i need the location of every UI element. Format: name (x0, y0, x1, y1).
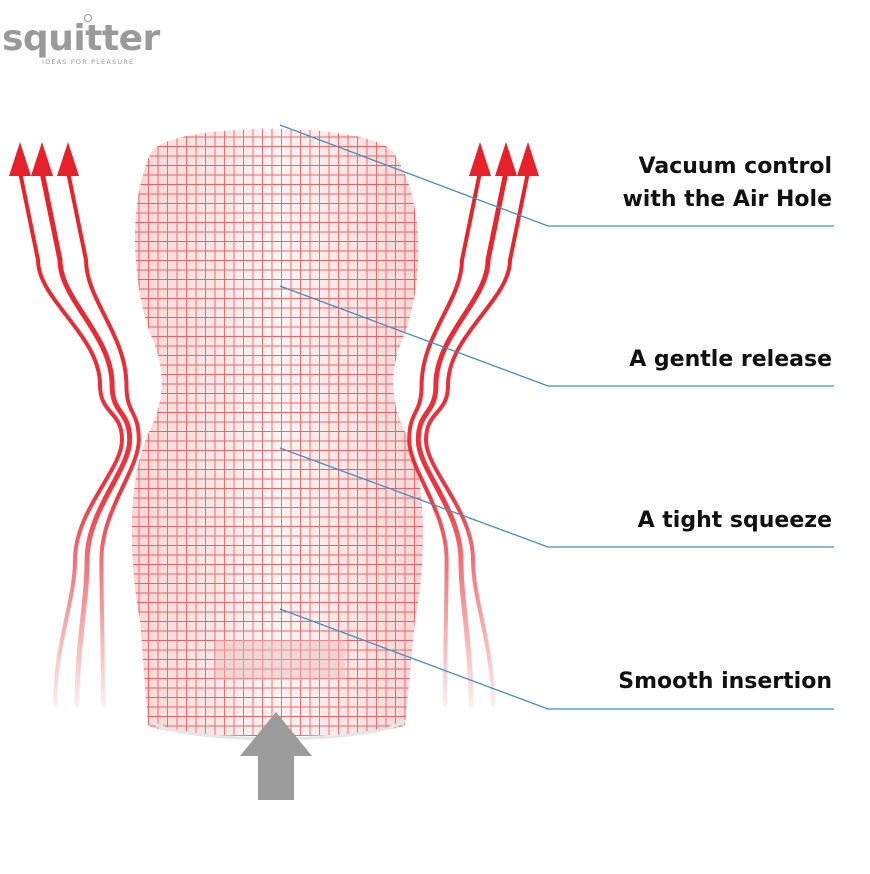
cup-body (131, 128, 424, 741)
airflow-arrow-stem (66, 170, 141, 707)
callout-line: with the Air Hole (622, 187, 832, 212)
callout-vacuum-control: Vacuum control with the Air Hole (622, 150, 832, 216)
up-arrow-icon (517, 142, 539, 176)
airflow-arrow-stem (18, 170, 125, 707)
callout-line: A gentle release (629, 347, 832, 372)
grid-lines (131, 128, 424, 737)
callout-line: A tight squeeze (637, 508, 832, 533)
up-arrow-icon (469, 142, 491, 176)
callout-line: Vacuum control (638, 154, 832, 179)
up-arrow-icon (31, 142, 53, 176)
callout-line: Smooth insertion (618, 669, 832, 694)
callout-tight-squeeze: A tight squeeze (638, 504, 832, 537)
inner-sleeve-end (215, 640, 345, 680)
airflow-arrows-left (9, 142, 141, 708)
cup-grid-mesh (131, 128, 424, 737)
airflow-arrow-stem (423, 170, 530, 707)
brand-name: squitter (2, 18, 160, 59)
leader-line-insertion (279, 608, 834, 710)
up-arrow-icon (240, 712, 312, 800)
leader-line-release (279, 285, 834, 387)
airflow-arrows-right (407, 142, 539, 708)
brand-logo: squitter IDEAS FOR PLEASURE (2, 14, 182, 70)
leader-line-squeeze (279, 447, 834, 548)
up-arrow-icon (9, 142, 31, 176)
airflow-arrow-stem (415, 169, 509, 708)
airflow-arrow-stem (39, 169, 133, 708)
leader-line-vacuum (279, 124, 834, 227)
airflow-arrow-stem (407, 170, 482, 707)
up-arrow-icon (57, 142, 79, 176)
brand-tagline: IDEAS FOR PLEASURE (42, 58, 135, 66)
callout-smooth-insertion: Smooth insertion (618, 665, 832, 698)
up-arrow-icon (495, 142, 517, 176)
callout-gentle-release: A gentle release (629, 343, 832, 376)
logo-pin-icon (84, 14, 92, 22)
leader-lines (279, 124, 834, 710)
